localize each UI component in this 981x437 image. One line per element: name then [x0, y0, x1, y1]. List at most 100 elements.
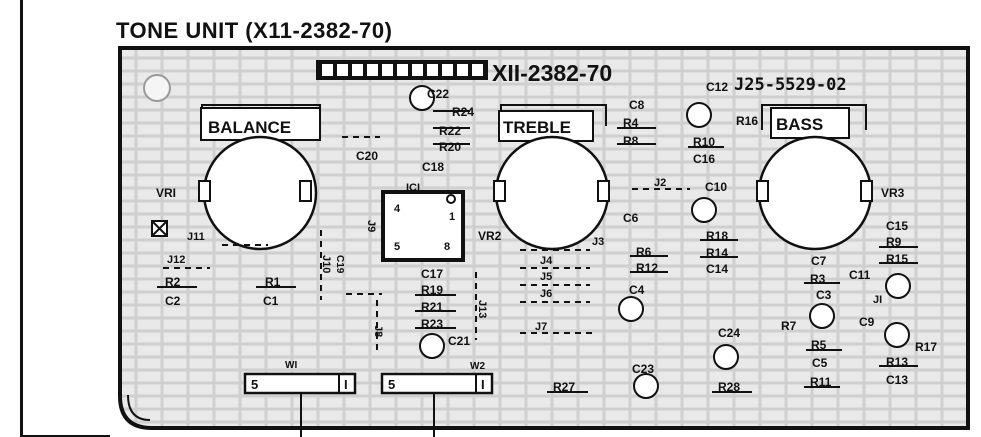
ic1: ICI 4 1 5 8 — [381, 182, 465, 262]
svg-text:C15: C15 — [886, 219, 908, 233]
svg-text:J13: J13 — [476, 300, 488, 318]
svg-text:C3: C3 — [816, 288, 832, 302]
balance-pot: BALANCE VRI — [156, 104, 321, 251]
ic1-label: ICI — [406, 182, 420, 194]
svg-text:R12: R12 — [636, 261, 658, 275]
part-number: XII-2382-70 — [492, 60, 612, 86]
svg-text:R17: R17 — [915, 340, 937, 354]
svg-text:R24: R24 — [452, 105, 474, 119]
svg-text:R7: R7 — [781, 319, 797, 333]
svg-text:R6: R6 — [636, 245, 652, 259]
resistor-marks — [157, 110, 918, 393]
svg-text:4: 4 — [394, 203, 401, 215]
svg-text:C11: C11 — [849, 268, 871, 282]
svg-text:JI: JI — [873, 294, 882, 306]
svg-text:C22: C22 — [427, 87, 449, 101]
svg-text:1: 1 — [449, 211, 455, 223]
svg-text:C10: C10 — [705, 180, 727, 194]
svg-text:I: I — [344, 377, 348, 392]
jumper-dashes — [163, 136, 690, 350]
svg-text:5: 5 — [394, 241, 400, 253]
svg-text:R28: R28 — [718, 380, 740, 394]
vr1-label: VRI — [156, 186, 176, 200]
svg-text:J8: J8 — [372, 325, 384, 337]
balance-label: BALANCE — [208, 118, 291, 137]
svg-text:R2: R2 — [165, 275, 181, 289]
svg-text:R15: R15 — [886, 252, 908, 266]
jumper-labels: JI J2 J3 J4 J5 J6 J7 J8 J9 J10 J11 J12 J… — [167, 177, 882, 337]
svg-text:J4: J4 — [540, 255, 553, 267]
svg-text:R10: R10 — [693, 135, 715, 149]
svg-text:C4: C4 — [629, 283, 645, 297]
svg-text:R14: R14 — [706, 246, 728, 260]
vr3-label: VR3 — [881, 186, 905, 200]
svg-text:C5: C5 — [812, 356, 828, 370]
svg-text:C17: C17 — [421, 267, 443, 281]
bass-label: BASS — [776, 115, 823, 134]
crossed-box-icon — [151, 220, 168, 237]
svg-text:R23: R23 — [421, 317, 443, 331]
svg-text:J9: J9 — [365, 220, 377, 232]
svg-text:C2: C2 — [165, 294, 181, 308]
svg-text:J5: J5 — [540, 271, 552, 283]
left-rule — [20, 0, 23, 437]
svg-text:8: 8 — [444, 241, 450, 253]
svg-text:C6: C6 — [623, 211, 639, 225]
svg-text:J12: J12 — [167, 254, 185, 266]
svg-text:C8: C8 — [629, 98, 645, 112]
board-code: J25-5529-02 — [734, 75, 847, 95]
svg-text:R3: R3 — [810, 272, 826, 286]
connector-w1: WI 5 I — [243, 360, 357, 437]
svg-text:J6: J6 — [540, 288, 552, 300]
svg-text:C19: C19 — [334, 255, 345, 274]
svg-text:J3: J3 — [592, 236, 604, 248]
svg-text:C20: C20 — [356, 149, 378, 163]
svg-text:C1: C1 — [263, 294, 279, 308]
svg-text:R27: R27 — [553, 380, 575, 394]
svg-text:R19: R19 — [421, 283, 443, 297]
svg-text:WI: WI — [285, 360, 297, 371]
svg-text:C18: C18 — [422, 160, 444, 174]
bottom-left-rule — [20, 435, 110, 437]
svg-text:R18: R18 — [706, 229, 728, 243]
svg-text:R1: R1 — [265, 275, 281, 289]
svg-text:R13: R13 — [886, 355, 908, 369]
svg-text:C23: C23 — [632, 362, 654, 376]
svg-text:R21: R21 — [421, 300, 443, 314]
svg-text:R4: R4 — [623, 116, 639, 130]
svg-text:C16: C16 — [693, 152, 715, 166]
svg-text:C14: C14 — [706, 262, 728, 276]
svg-text:R20: R20 — [439, 140, 461, 154]
svg-text:C24: C24 — [718, 326, 740, 340]
capacitor-labels: C22 C8 C12 C16 C20 C18 C10 C6 C15 C7 C14… — [165, 80, 908, 387]
svg-text:R22: R22 — [439, 124, 461, 138]
svg-text:5: 5 — [388, 377, 395, 392]
svg-text:J10: J10 — [320, 255, 332, 273]
svg-text:J11: J11 — [187, 231, 205, 243]
svg-text:R11: R11 — [810, 375, 832, 389]
svg-text:J7: J7 — [535, 321, 547, 333]
connector-w2: W2 5 I — [380, 361, 494, 437]
svg-text:R16: R16 — [736, 114, 758, 128]
figure-title: TONE UNIT (X11-2382-70) — [116, 18, 393, 43]
svg-text:C9: C9 — [859, 315, 875, 329]
bass-pot: BASS VR3 — [756, 104, 905, 251]
svg-text:R5: R5 — [811, 338, 827, 352]
svg-text:5: 5 — [251, 377, 258, 392]
mounting-hole — [143, 74, 171, 102]
svg-text:W2: W2 — [470, 361, 485, 372]
svg-text:R8: R8 — [623, 134, 639, 148]
svg-text:I: I — [481, 377, 485, 392]
resistor-labels: R24 R22 R20 R4 R8 R10 R16 R6 R12 R18 R14… — [165, 105, 937, 394]
electrolytic-caps — [409, 85, 911, 399]
treble-pot: TREBLE VR2 — [478, 104, 610, 251]
svg-text:C7: C7 — [811, 254, 827, 268]
svg-text:J2: J2 — [654, 177, 666, 189]
svg-text:C21: C21 — [448, 334, 470, 348]
svg-text:C12: C12 — [706, 80, 728, 94]
svg-text:R9: R9 — [886, 235, 902, 249]
treble-label: TREBLE — [503, 118, 571, 137]
vr2-label: VR2 — [478, 229, 502, 243]
svg-text:C13: C13 — [886, 373, 908, 387]
